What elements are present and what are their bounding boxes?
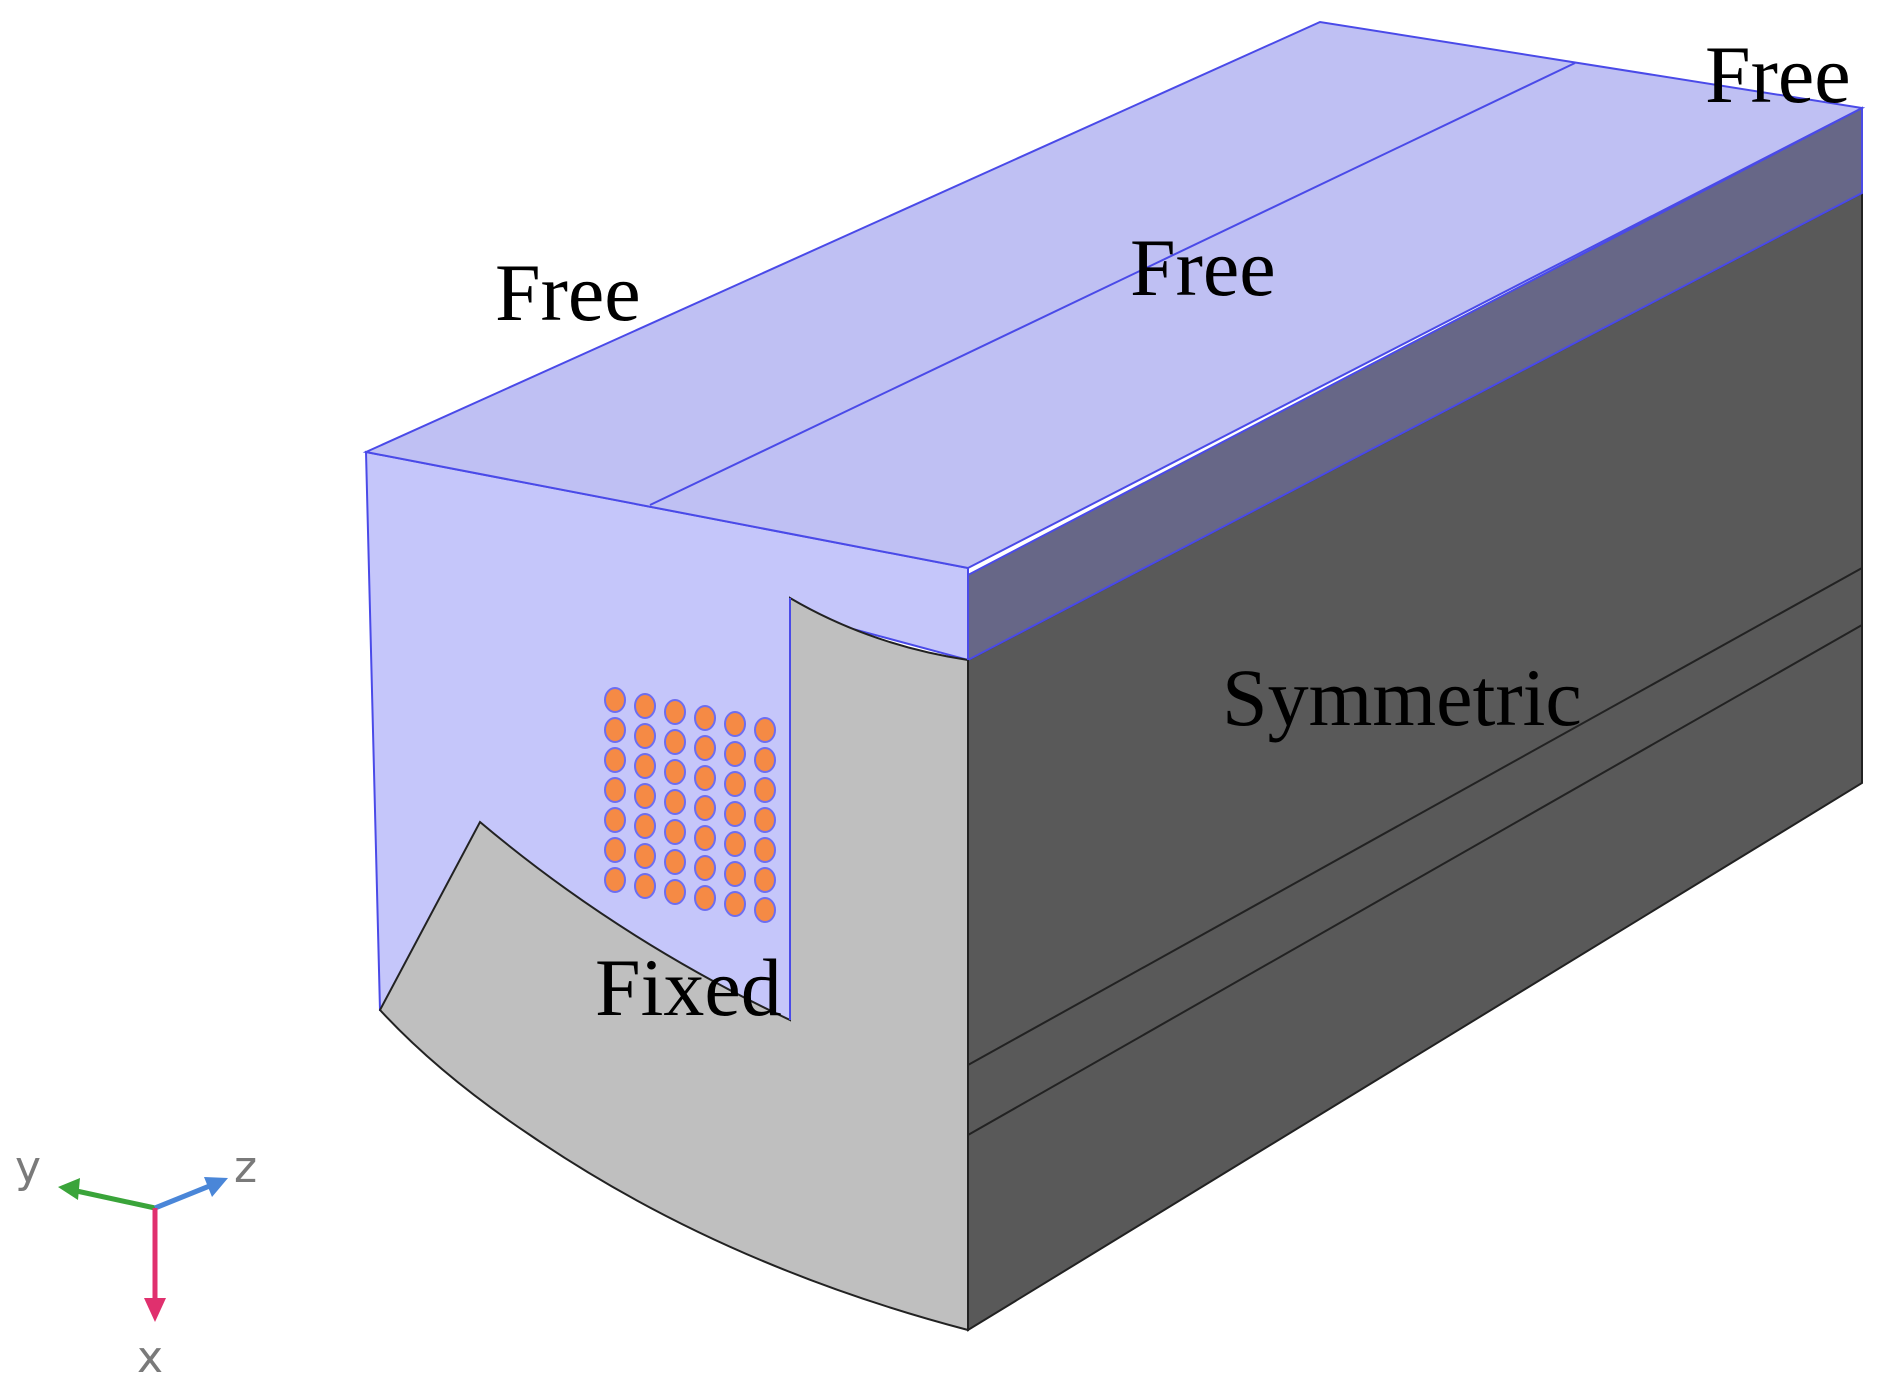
hole-icon xyxy=(604,867,626,893)
symmetric-face-line xyxy=(967,567,1863,1066)
label-free-top-left: Free xyxy=(495,247,641,338)
hole-icon xyxy=(724,741,746,767)
hole-icon xyxy=(694,735,716,761)
hole-icon xyxy=(694,765,716,791)
axis-z-arrow-icon xyxy=(204,1177,228,1197)
axis-y-line xyxy=(71,1187,156,1211)
hole-icon xyxy=(724,861,746,887)
hole-icon xyxy=(664,819,686,845)
hole-icon xyxy=(754,717,776,743)
hole-icon xyxy=(604,717,626,743)
hole-icon xyxy=(724,831,746,857)
label-free-top-middle: Free xyxy=(1130,222,1276,313)
hole-icon xyxy=(724,771,746,797)
hole-icon xyxy=(634,843,656,869)
hole-icon xyxy=(634,753,656,779)
hole-icon xyxy=(694,795,716,821)
axis-label-x: x xyxy=(137,1332,163,1383)
hole-icon xyxy=(754,777,776,803)
axis-label-z: z xyxy=(234,1142,257,1193)
hole-icon xyxy=(694,705,716,731)
hole-icon xyxy=(634,723,656,749)
hole-icon xyxy=(694,825,716,851)
hole-icon xyxy=(754,837,776,863)
hole-icon xyxy=(664,729,686,755)
axis-x-arrow-icon xyxy=(144,1298,166,1322)
axis-z-line xyxy=(154,1182,213,1211)
hole-icon xyxy=(604,837,626,863)
hole-icon xyxy=(634,873,656,899)
hole-icon xyxy=(604,687,626,713)
hole-icon xyxy=(664,699,686,725)
label-symmetric: Symmetric xyxy=(1222,652,1582,743)
hole-icon xyxy=(664,879,686,905)
label-fixed: Fixed xyxy=(595,942,782,1033)
axis-label-y: y xyxy=(15,1142,41,1193)
hole-icon xyxy=(634,693,656,719)
hole-icon xyxy=(694,855,716,881)
hole-icon xyxy=(604,807,626,833)
hole-icon xyxy=(694,885,716,911)
hole-icon xyxy=(664,789,686,815)
symmetric-face-line xyxy=(967,624,1863,1136)
hole-array xyxy=(604,687,776,923)
free-top-face xyxy=(362,20,1866,570)
hole-icon xyxy=(754,897,776,923)
hole-icon xyxy=(754,747,776,773)
hole-icon xyxy=(634,783,656,809)
axis-triad: y z x xyxy=(15,1142,257,1383)
hole-icon xyxy=(604,777,626,803)
hole-icon xyxy=(604,747,626,773)
hole-icon xyxy=(634,813,656,839)
hole-icon xyxy=(664,849,686,875)
label-free-top-right: Free xyxy=(1705,29,1851,120)
hole-icon xyxy=(754,867,776,893)
hole-icon xyxy=(724,801,746,827)
hole-icon xyxy=(724,891,746,917)
axis-y-arrow-icon xyxy=(58,1178,80,1200)
fixed-face xyxy=(378,596,969,1332)
top-face-divider xyxy=(649,62,1576,506)
hole-icon xyxy=(724,711,746,737)
hole-icon xyxy=(754,807,776,833)
hole-icon xyxy=(664,759,686,785)
